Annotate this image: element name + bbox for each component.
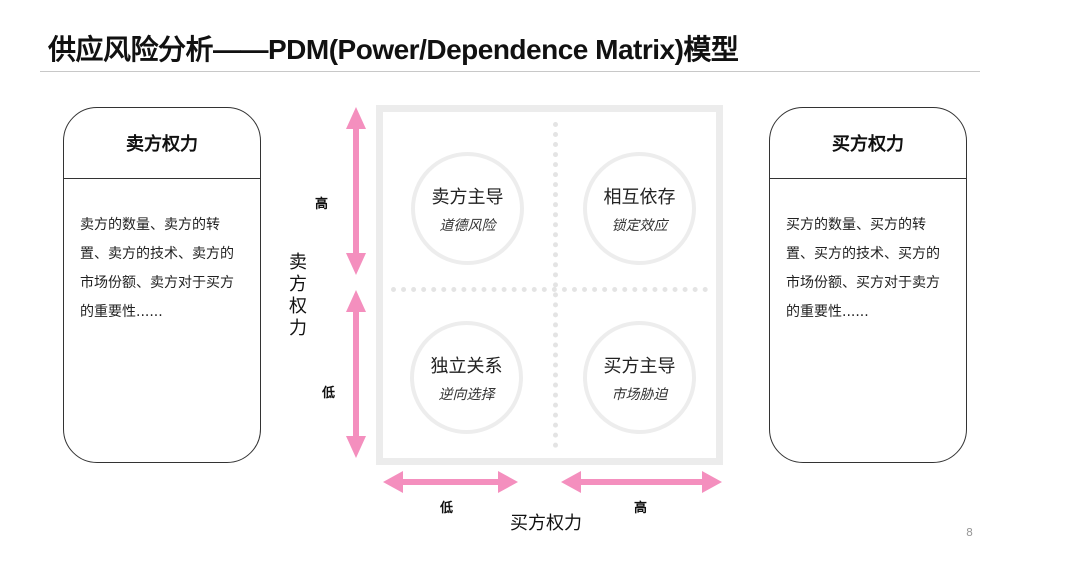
vertical-divider — [553, 122, 558, 448]
quadrant-title: 卖方主导 — [431, 186, 504, 208]
quadrant-title: 买方主导 — [603, 355, 676, 377]
quadrant-subtitle: 市场胁迫 — [611, 386, 668, 403]
y-axis-high-label: 高 — [315, 197, 329, 212]
seller-power-card-heading: 卖方权力 — [64, 108, 260, 179]
quadrant-buyer-dominant: 买方主导 市场胁迫 — [583, 321, 696, 434]
buyer-power-card-heading: 买方权力 — [770, 108, 966, 179]
seller-power-card: 卖方权力 卖方的数量、卖方的转置、卖方的技术、卖方的市场份额、卖方对于买方的重要… — [63, 107, 261, 463]
quadrant-subtitle: 道德风险 — [439, 217, 496, 234]
seller-power-card-body: 卖方的数量、卖方的转置、卖方的技术、卖方的市场份额、卖方对于买方的重要性....… — [80, 217, 234, 320]
y-high-arrow-icon — [346, 107, 366, 275]
y-axis-title: 卖方权力 — [289, 252, 307, 339]
y-low-arrow-icon — [346, 290, 366, 458]
title-divider — [40, 71, 980, 72]
quadrant-independence: 独立关系 逆向选择 — [410, 321, 523, 434]
x-high-arrow-icon — [561, 471, 722, 493]
quadrant-interdependence: 相互依存 锁定效应 — [583, 152, 696, 265]
buyer-power-card-body: 买方的数量、买方的转置、买方的技术、买方的市场份额、买方对于卖方的重要性....… — [786, 217, 940, 320]
buyer-power-card: 买方权力 买方的数量、买方的转置、买方的技术、买方的市场份额、买方对于卖方的重要… — [769, 107, 967, 463]
quadrant-subtitle: 逆向选择 — [438, 386, 495, 403]
quadrant-title: 独立关系 — [430, 355, 503, 377]
pdm-matrix: 卖方主导 道德风险 相互依存 锁定效应 独立关系 逆向选择 买方主导 市场胁迫 — [376, 105, 723, 465]
x-axis-title: 买方权力 — [510, 513, 582, 534]
x-low-arrow-icon — [383, 471, 518, 493]
x-axis-high-label: 高 — [634, 501, 648, 516]
slide-title: 供应风险分析——PDM(Power/Dependence Matrix)模型 — [48, 34, 739, 65]
x-axis-low-label: 低 — [440, 501, 454, 516]
quadrant-subtitle: 锁定效应 — [611, 217, 668, 234]
y-axis-low-label: 低 — [322, 386, 336, 401]
horizontal-divider — [391, 287, 708, 292]
page-number: 8 — [966, 526, 973, 539]
quadrant-seller-dominant: 卖方主导 道德风险 — [411, 152, 524, 265]
quadrant-title: 相互依存 — [603, 186, 676, 208]
